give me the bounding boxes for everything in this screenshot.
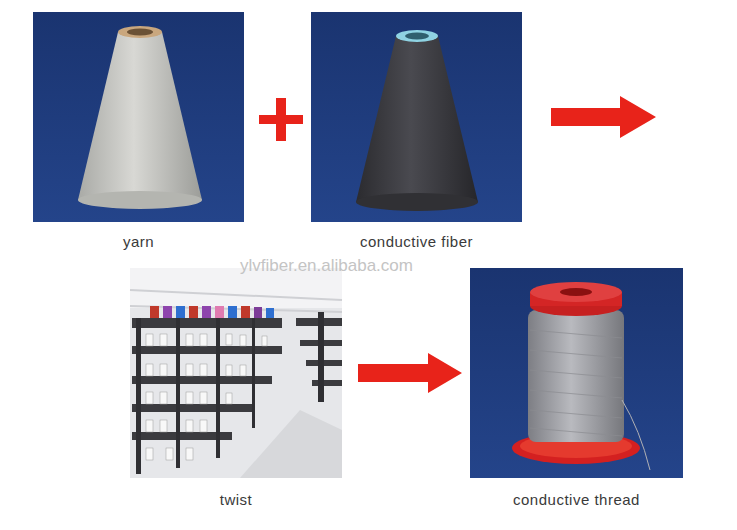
flow-arrow <box>358 353 462 393</box>
conductive-thread-photo <box>470 268 683 478</box>
plus-sign <box>259 98 303 141</box>
photo-caption: conductive thread <box>470 490 683 510</box>
photo-caption: conductive fiber <box>311 232 522 252</box>
watermark: ylvfiber.en.alibaba.com <box>240 256 413 276</box>
fiber-node: conductive fiber <box>311 12 522 256</box>
thread-node: conductive thread <box>470 268 683 514</box>
conductive-fiber-photo <box>311 12 522 222</box>
twist-factory-photo <box>130 268 342 478</box>
yarn-photo <box>33 12 244 222</box>
yarn-node: yarn <box>33 12 244 256</box>
flow-arrow <box>551 96 656 138</box>
photo-caption: twist <box>130 490 342 510</box>
twist-node: twist <box>130 268 342 514</box>
photo-caption: yarn <box>33 232 244 252</box>
